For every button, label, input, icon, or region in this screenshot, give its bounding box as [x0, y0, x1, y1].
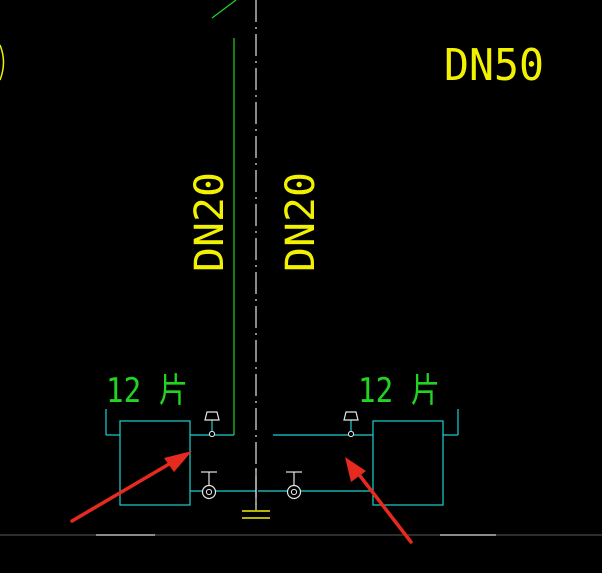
left-radiator-body — [119, 420, 191, 506]
air-vent-icon — [343, 411, 359, 438]
main-pipe-label: DN50 — [444, 40, 544, 91]
left-riser-label: DN20 — [187, 172, 233, 272]
right-radiator-label: 12 片 — [358, 371, 440, 411]
air-vent-icon — [204, 411, 220, 438]
right-riser-label: DN20 — [278, 172, 324, 272]
left-radiator-label: 12 片 — [106, 371, 188, 411]
right-radiator-body — [372, 420, 444, 506]
right-radiator[interactable] — [372, 409, 459, 506]
left-partial-arc — [0, 44, 5, 81]
red-arrow-icon — [70, 451, 192, 523]
gate-valve-icon[interactable] — [201, 471, 217, 500]
red-arrow-icon — [345, 457, 413, 544]
top-diagonal-line — [211, 0, 237, 19]
ground-symbol-icon — [242, 468, 270, 519]
left-radiator[interactable] — [105, 409, 191, 506]
gate-valve-icon[interactable] — [286, 471, 302, 500]
